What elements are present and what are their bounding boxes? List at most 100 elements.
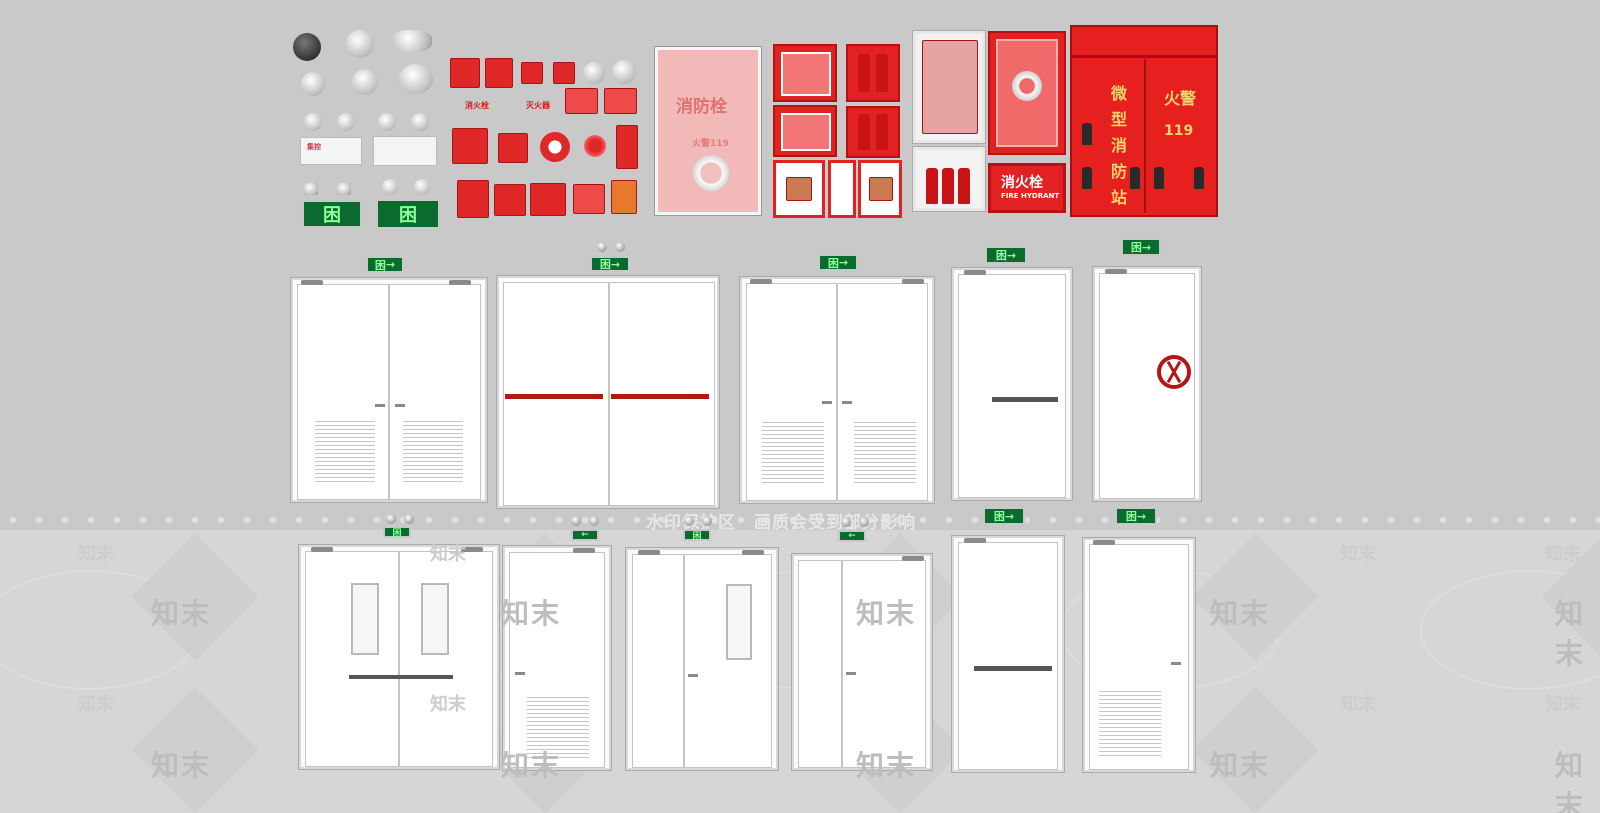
exit-sign: ← (571, 529, 599, 541)
double-fire-door-vision[interactable] (299, 545, 499, 769)
door-closer (461, 547, 483, 552)
station-char: 防 (1110, 162, 1127, 181)
call-point (457, 180, 489, 218)
door-handle[interactable] (846, 672, 856, 675)
station-title: 微 型 消 防 站 (1110, 81, 1128, 211)
single-fire-door-louver[interactable] (1083, 538, 1195, 772)
door-handle[interactable] (515, 672, 525, 675)
watermark-logo: 知末 (856, 597, 917, 630)
station-divider (1144, 59, 1146, 213)
cabinet-glass (781, 113, 831, 151)
exit-glyph: 困 (599, 258, 611, 271)
beacon-icon (584, 135, 606, 157)
door-handle[interactable] (688, 674, 698, 677)
double-fire-door[interactable] (291, 278, 487, 502)
alarm-button (450, 58, 480, 88)
station-right-num: 119 (1164, 123, 1194, 139)
vision-panel (726, 584, 752, 660)
alarm-button (553, 62, 575, 84)
watermark-logo-small: 知末 (1545, 694, 1581, 715)
wheel-handle-icon[interactable] (1157, 355, 1191, 389)
lamp-icon (378, 113, 396, 131)
exit-sign: 困→ (590, 256, 630, 272)
extinguisher-icon (876, 54, 888, 92)
push-bar[interactable] (992, 397, 1058, 402)
bell-icon (583, 62, 605, 84)
door-leaf-left (798, 560, 842, 768)
door-closer (311, 547, 333, 552)
heat-detector-icon (392, 30, 432, 52)
double-fire-door-unequal[interactable] (626, 548, 778, 770)
door-closer (902, 279, 924, 284)
single-fire-door-push-bar[interactable] (952, 536, 1064, 772)
helmet-icon (1082, 123, 1092, 145)
station-char: 微 (1110, 84, 1127, 103)
alarm-button (485, 58, 513, 88)
watermark-logo: 知末 (1555, 597, 1586, 670)
instruction-plate (611, 180, 637, 214)
extinguisher-cabinet (773, 44, 837, 102)
watermark-logo: 知末 (151, 597, 212, 630)
exit-sign: 困→ (1121, 238, 1161, 256)
panic-bar[interactable] (611, 394, 709, 399)
watermark-logo-small: 知末 (78, 544, 114, 565)
door-louver (403, 418, 463, 484)
extinguisher-label: 灭火器 (526, 101, 550, 110)
push-bar[interactable] (349, 675, 453, 679)
door-louver (762, 419, 824, 485)
exit-sign: 困 (376, 199, 440, 229)
alarm-button (565, 88, 598, 114)
double-fire-door-panic-bar[interactable] (497, 276, 719, 508)
door-handle[interactable] (822, 401, 832, 404)
extinguisher-icon (1154, 167, 1164, 189)
exit-arrow: → (1141, 240, 1152, 254)
door-handle[interactable] (1171, 662, 1181, 665)
extinguisher-icon (858, 54, 870, 92)
sprinkler-icon (301, 72, 325, 96)
door-handle[interactable] (375, 404, 385, 407)
bell-icon (612, 60, 636, 84)
watermark-logo: 知末 (151, 749, 212, 782)
alarm-button (521, 62, 543, 84)
emergency-lamps (571, 516, 599, 526)
exit-arrow-left: ← (848, 531, 856, 541)
panic-bar[interactable] (505, 394, 603, 399)
exit-sign: 困→ (985, 246, 1027, 264)
hydrant-label: 消火栓 (465, 101, 489, 110)
watermark-logo: 知末 (501, 749, 562, 782)
single-fire-door-wheel[interactable] (1093, 267, 1201, 501)
sprinkler-icon (352, 69, 378, 95)
alarm-box (498, 133, 528, 163)
door-handle[interactable] (842, 401, 852, 404)
lamp-icon (414, 179, 430, 195)
exit-sign: ← (838, 530, 866, 542)
extinguisher-icon (942, 168, 954, 204)
exit-glyph: 困 (1130, 241, 1142, 254)
station-char: 型 (1110, 110, 1127, 129)
door-closer (1105, 269, 1127, 274)
hydrant-box-sub: FIRE HYDRANT (1001, 192, 1060, 200)
door-handle[interactable] (395, 404, 405, 407)
exit-arrow: → (385, 258, 396, 271)
exit-arrow: → (838, 256, 849, 269)
exit-glyph: 困 (827, 256, 839, 270)
door-closer (964, 538, 986, 543)
watermark-logo-small: 知末 (430, 694, 466, 715)
emergency-lamps (841, 517, 869, 527)
door-leaf-right (842, 560, 926, 768)
door-closer (750, 279, 772, 284)
watermark-logo: 知末 (1555, 749, 1586, 813)
vision-panel (421, 583, 449, 655)
push-bar[interactable] (974, 666, 1052, 671)
exit-glyph: 困 (399, 205, 417, 226)
single-fire-door-louver[interactable] (503, 546, 611, 770)
detector-icon (399, 64, 433, 94)
exit-arrow-left: ← (581, 530, 589, 540)
extinguisher-icon (1194, 167, 1204, 189)
hose-cabinet (913, 31, 985, 143)
watermark-dots (0, 510, 1600, 530)
single-fire-door-push-bar[interactable] (952, 268, 1072, 500)
vision-panel (351, 583, 379, 655)
double-fire-door[interactable] (740, 277, 934, 503)
double-fire-door-unequal[interactable] (792, 554, 932, 770)
